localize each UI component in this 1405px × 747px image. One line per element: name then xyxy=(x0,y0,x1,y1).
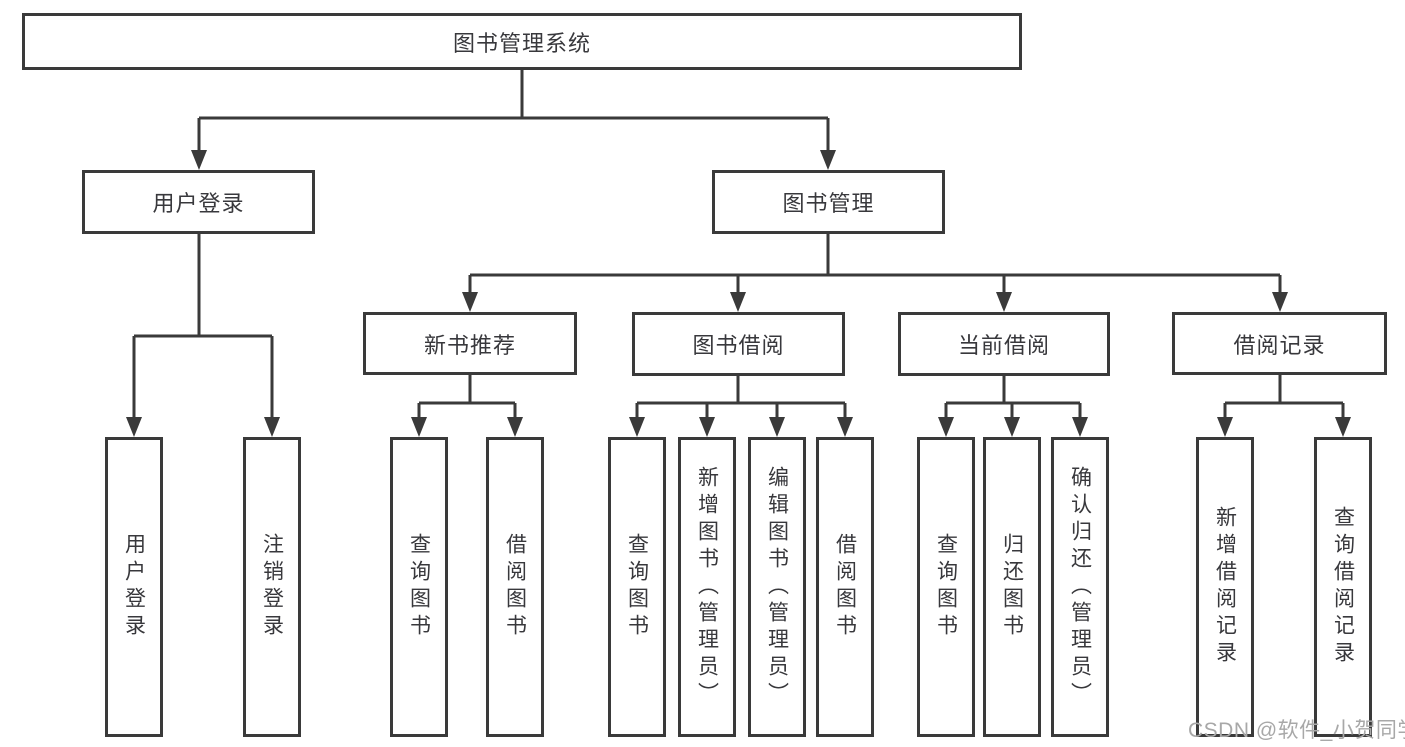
node-book-management-label: 图书管理 xyxy=(782,191,875,216)
node-new-book-recommend-label: 新书推荐 xyxy=(423,332,516,358)
node-user-login: 用户登录 xyxy=(82,170,315,234)
leaf-add-borrow-record: 新增借阅记录 xyxy=(1196,437,1254,737)
node-book-borrowing-label: 图书借阅 xyxy=(692,333,785,358)
leaf-query-books-current: 查询图书 xyxy=(917,437,975,737)
leaf-confirm-return-admin-label: 确认归还（管理员） xyxy=(1068,465,1092,709)
leaf-query-borrow-record-label: 查询借阅记录 xyxy=(1331,506,1355,668)
node-borrowing-records-label: 借阅记录 xyxy=(1233,332,1326,358)
node-user-login-label: 用户登录 xyxy=(152,191,245,216)
leaf-query-books-borrowing-label: 查询图书 xyxy=(625,533,649,641)
leaf-borrow-books-borrowing-label: 借阅图书 xyxy=(833,533,857,641)
node-root-label: 图书管理系统 xyxy=(452,30,591,56)
leaf-logout-label: 注销登录 xyxy=(260,533,284,641)
leaf-query-books-recommend-label: 查询图书 xyxy=(407,533,431,641)
node-new-book-recommend: 新书推荐 xyxy=(363,312,577,375)
watermark: CSDN @软件_小贺同学 xyxy=(1188,719,1405,742)
leaf-borrow-books-borrowing: 借阅图书 xyxy=(816,437,874,737)
leaf-confirm-return-admin: 确认归还（管理员） xyxy=(1051,437,1109,737)
node-current-borrowing: 当前借阅 xyxy=(898,312,1110,376)
leaf-borrow-books-recommend: 借阅图书 xyxy=(486,437,544,737)
leaf-edit-books-admin: 编辑图书（管理员） xyxy=(748,437,806,737)
node-borrowing-records: 借阅记录 xyxy=(1172,312,1387,375)
node-book-management: 图书管理 xyxy=(712,170,945,234)
leaf-add-books-admin-label: 新增图书（管理员） xyxy=(695,465,719,709)
leaf-add-books-admin: 新增图书（管理员） xyxy=(678,437,736,737)
leaf-query-books-borrowing: 查询图书 xyxy=(608,437,666,737)
leaf-query-borrow-record: 查询借阅记录 xyxy=(1314,437,1372,737)
node-book-borrowing: 图书借阅 xyxy=(632,312,845,376)
node-current-borrowing-label: 当前借阅 xyxy=(957,333,1050,358)
leaf-add-borrow-record-label: 新增借阅记录 xyxy=(1213,506,1237,668)
leaf-query-books-current-label: 查询图书 xyxy=(934,533,958,641)
leaf-logout: 注销登录 xyxy=(243,437,301,737)
leaf-borrow-books-recommend-label: 借阅图书 xyxy=(503,533,527,641)
leaf-return-books-label: 归还图书 xyxy=(1000,533,1024,641)
leaf-user-login: 用户登录 xyxy=(105,437,163,737)
leaf-query-books-recommend: 查询图书 xyxy=(390,437,448,737)
node-root: 图书管理系统 xyxy=(22,13,1022,70)
leaf-user-login-label: 用户登录 xyxy=(122,533,146,641)
leaf-edit-books-admin-label: 编辑图书（管理员） xyxy=(765,465,789,709)
leaf-return-books: 归还图书 xyxy=(983,437,1041,737)
